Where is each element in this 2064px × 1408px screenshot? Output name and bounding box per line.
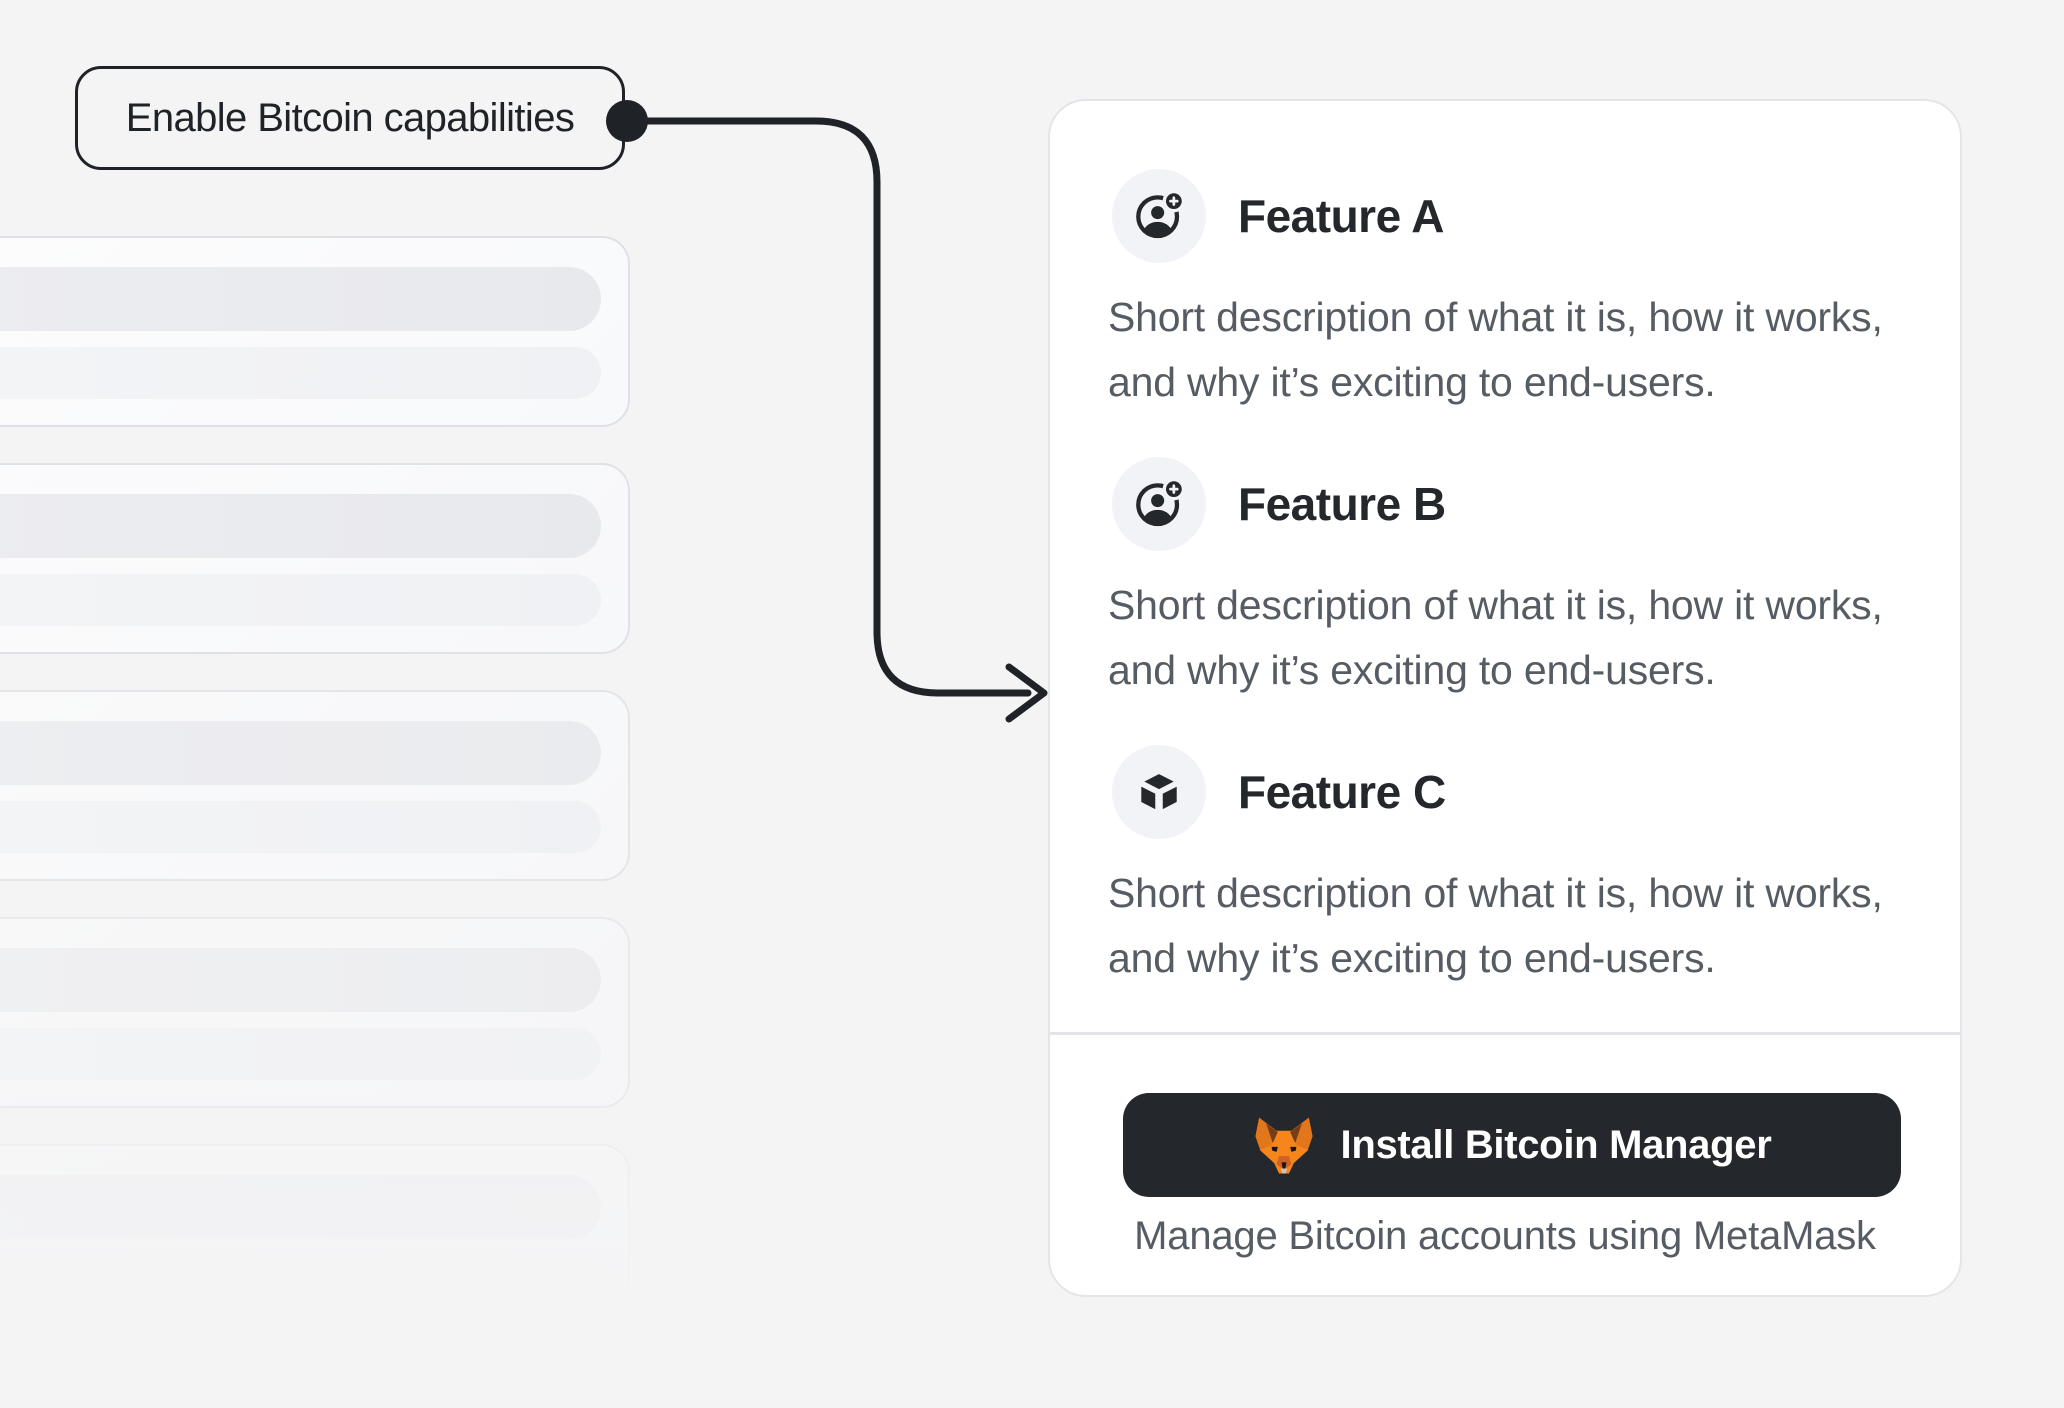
skeleton-bar [0, 574, 601, 626]
skeleton-card [0, 236, 630, 427]
feature-title: Feature B [1238, 478, 1446, 530]
feature-row-a: Feature A [1112, 169, 1444, 263]
feature-row-c: Feature C [1112, 745, 1446, 839]
skeleton-bar [0, 494, 601, 558]
skeleton-card [0, 690, 630, 881]
install-button-label: Install Bitcoin Manager [1340, 1122, 1772, 1167]
footer-caption: Manage Bitcoin accounts using MetaMask [1134, 1214, 1876, 1258]
skeleton-bar [0, 721, 601, 785]
arrowhead-icon [1005, 663, 1048, 723]
user-add-icon [1112, 457, 1206, 551]
feature-title: Feature A [1238, 190, 1444, 242]
skeleton-bar [0, 267, 601, 331]
skeleton-bar [0, 1175, 601, 1239]
card-divider [1050, 1032, 1960, 1035]
metamask-fox-icon [1253, 1115, 1315, 1175]
user-add-icon [1112, 169, 1206, 263]
feature-description: Short description of what it is, how it … [1108, 870, 1883, 981]
feature-description: Short description of what it is, how it … [1108, 582, 1883, 693]
skeleton-card [0, 1144, 630, 1335]
install-bitcoin-manager-button[interactable]: Install Bitcoin Manager [1123, 1093, 1901, 1197]
feature-description: Short description of what it is, how it … [1108, 294, 1883, 405]
cube-icon [1112, 745, 1206, 839]
annotation-label: Enable Bitcoin capabilities [75, 66, 625, 170]
skeleton-bar [0, 1028, 601, 1080]
feature-row-b: Feature B [1112, 457, 1446, 551]
skeleton-card [0, 463, 630, 654]
skeleton-bar [0, 1255, 601, 1307]
skeleton-bar [0, 948, 601, 1012]
skeleton-bar [0, 347, 601, 399]
skeleton-bar [0, 801, 601, 853]
feature-title: Feature C [1238, 766, 1446, 818]
skeleton-list [0, 0, 740, 1408]
feature-card: Feature A Short description of what it i… [1048, 99, 1962, 1297]
annotation-label-text: Enable Bitcoin capabilities [125, 95, 575, 140]
skeleton-card [0, 917, 630, 1108]
